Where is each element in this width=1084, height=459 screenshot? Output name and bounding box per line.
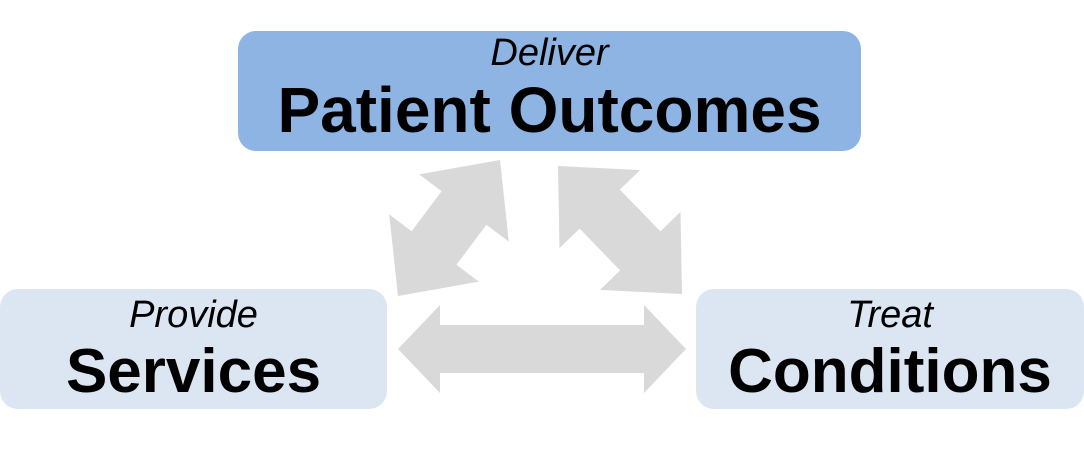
services-box: Provide Services [0, 289, 387, 409]
arrow-top-left [389, 160, 509, 296]
top-box-noun: Patient Outcomes [277, 74, 822, 146]
top-box-verb: Deliver [490, 32, 609, 74]
arrow-top-right [558, 166, 682, 294]
left-box-verb: Provide [129, 294, 258, 336]
patient-outcomes-box: Deliver Patient Outcomes [238, 31, 861, 151]
right-box-verb: Treat [847, 294, 933, 336]
arrow-left-right [398, 305, 686, 393]
conditions-box: Treat Conditions [696, 289, 1084, 409]
right-box-noun: Conditions [728, 337, 1052, 406]
left-box-noun: Services [65, 337, 322, 406]
